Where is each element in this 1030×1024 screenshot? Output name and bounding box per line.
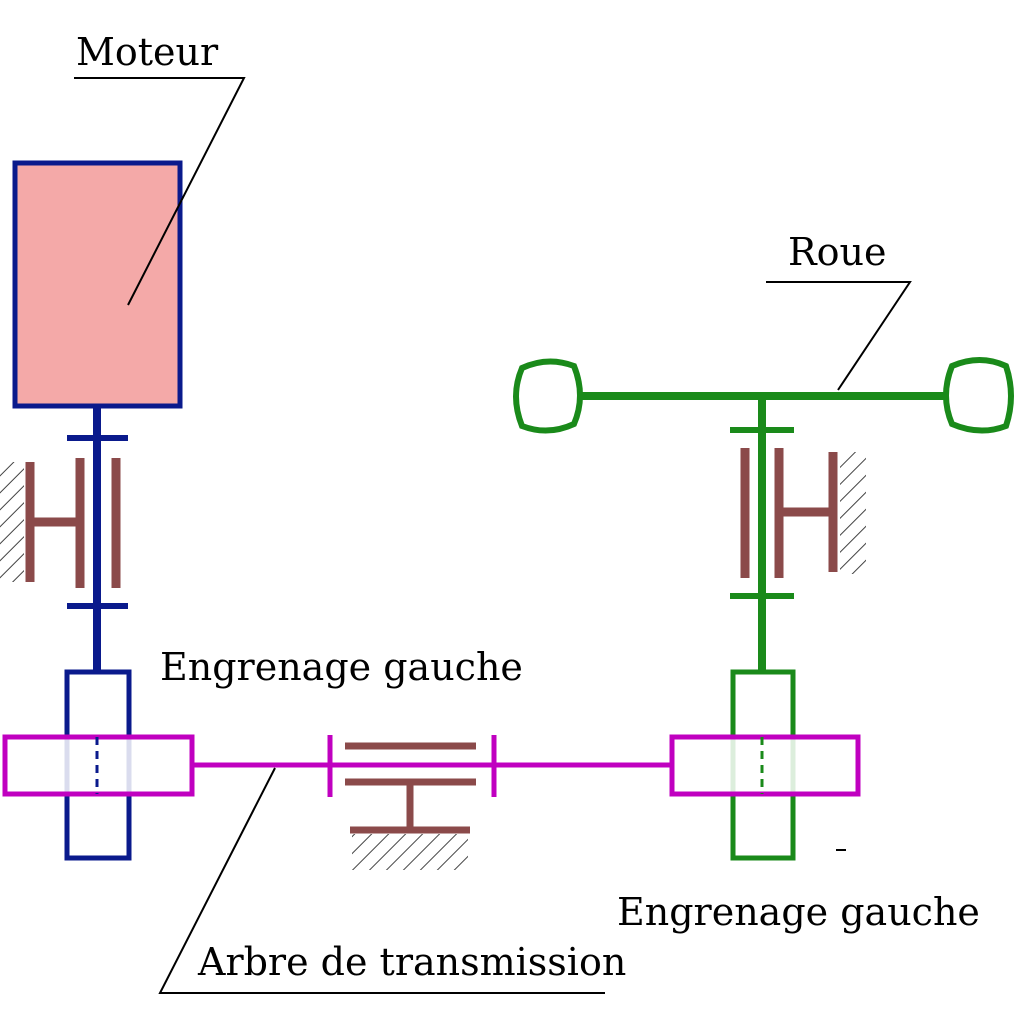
middle-bearing-support	[345, 742, 476, 870]
wheel-left	[513, 358, 583, 434]
right-gear-label: Engrenage gauche	[617, 890, 980, 934]
left-gear-label: Engrenage gauche	[160, 645, 523, 689]
transmission-shaft	[192, 735, 672, 797]
motor-shaft	[67, 406, 128, 680]
right-gear-horizontal	[669, 734, 861, 797]
leader-lines	[74, 77, 912, 994]
wheel-axle	[580, 392, 945, 672]
left-bearing-support	[0, 458, 121, 588]
right-bearing-support	[740, 448, 866, 578]
wheel-right	[943, 357, 1014, 434]
motor-label: Moteur	[76, 30, 219, 74]
shaft-label: Arbre de transmission	[197, 940, 626, 984]
wheel-label: Roue	[788, 230, 886, 274]
motor-body	[12, 160, 183, 409]
